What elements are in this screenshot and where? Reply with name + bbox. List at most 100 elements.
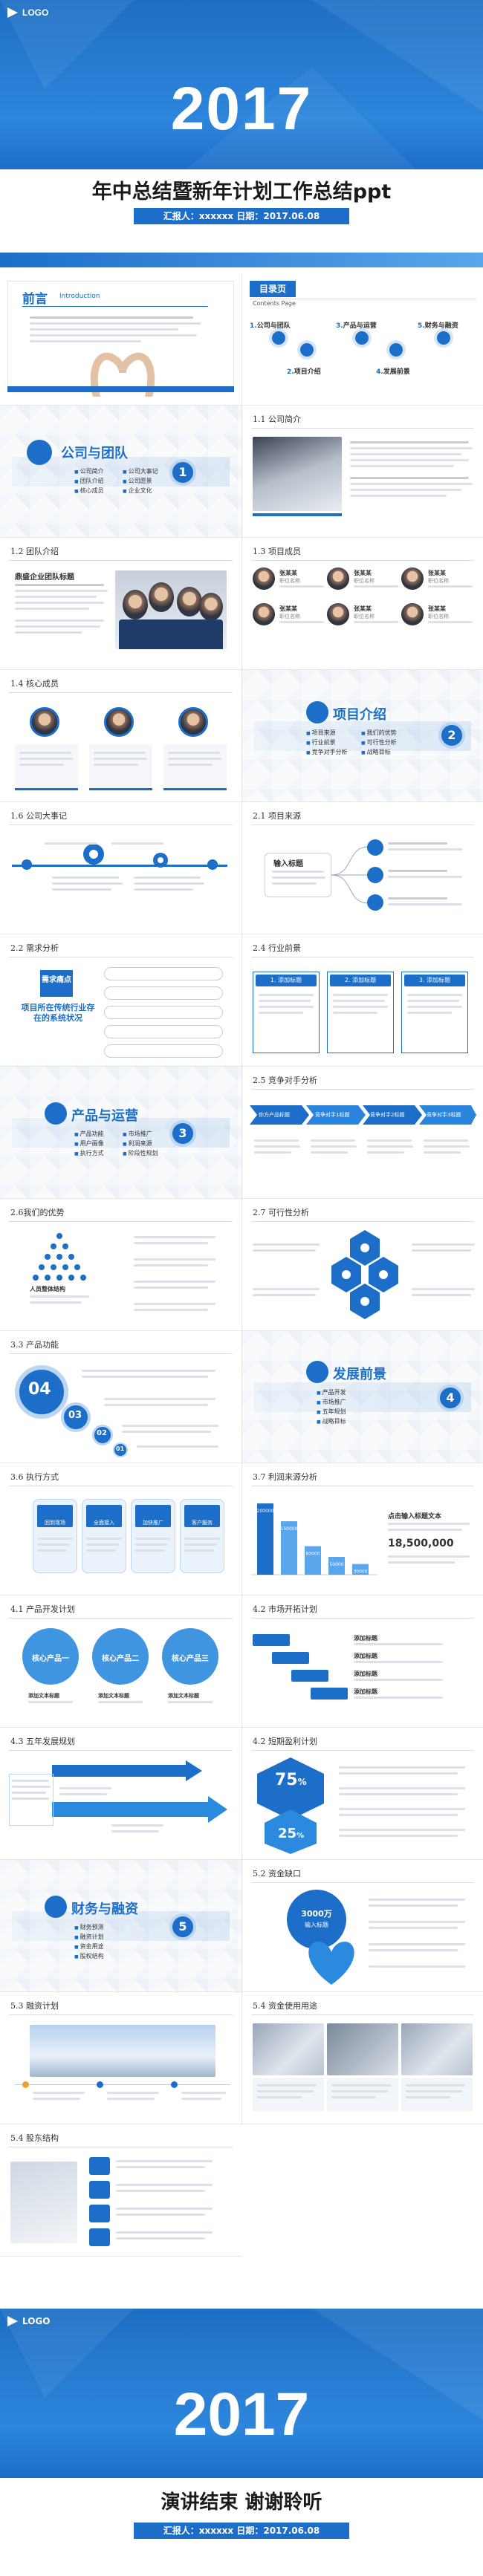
slide-2-1: 2.1 项目来源 输入标题	[242, 802, 483, 934]
toc-item-2-label: 项目介绍	[294, 368, 321, 376]
section-5-number: 5	[169, 1913, 196, 1940]
pct-top: 75%	[275, 1771, 307, 1789]
people-pyramid-icon	[33, 1233, 86, 1281]
toc-icon-5	[434, 328, 453, 348]
section-4-number: 4	[437, 1385, 464, 1411]
dev-circle-2	[92, 1628, 149, 1685]
exec-card-3: 加快推广	[135, 1505, 171, 1527]
avatar	[401, 603, 424, 625]
toc-item-5-label: 财务与融资	[424, 322, 458, 330]
exec-card-2: 全面接入	[86, 1505, 122, 1527]
section-2-icon	[306, 701, 328, 723]
slide-title: 4.1 产品开发计划	[10, 1604, 75, 1614]
slide-title: 1.1 公司简介	[253, 414, 301, 424]
finance-photo	[30, 2025, 215, 2077]
section-4-slide: 发展前景 产品开发 市场推广 五年规划 战略目标 4	[242, 1331, 483, 1463]
section-1-number: 1	[169, 459, 196, 486]
closing-title: 演讲结束 谢谢聆听	[161, 2491, 322, 2514]
slide-title: 5.2 资金缺口	[253, 1869, 301, 1879]
section-4-title: 发展前景	[333, 1367, 386, 1382]
toc-icon-2	[297, 340, 317, 360]
preface-slide: 前言 Introduction	[0, 273, 242, 406]
dev-circle-3	[162, 1628, 218, 1685]
slide-2-7: 2.7 可行性分析	[242, 1199, 483, 1331]
closing-slide: LOGO 2017 演讲结束 谢谢聆听 汇报人：xxxxxx 日期：2017.0…	[0, 2309, 483, 2576]
avatar	[253, 567, 275, 590]
slide-3-6: 3.6 执行方式 回到现场 全面接入 加快推广 客户服务	[0, 1463, 242, 1596]
cover-reporter-bar: 汇报人：xxxxxx 日期：2017.06.08	[134, 208, 349, 224]
slide-4-1: 4.1 产品开发计划 核心产品一 核心产品二 核心产品三 添加文本标题 添加文本…	[0, 1596, 242, 1728]
slide-title: 4.2 市场开拓计划	[253, 1604, 317, 1614]
section-3-title: 产品与运营	[71, 1108, 138, 1124]
hands-heart-icon	[90, 352, 155, 397]
profit-bar-label: 80000	[305, 1552, 320, 1557]
toc-item-1-label: 公司与团队	[256, 322, 291, 330]
blank-slide	[242, 2124, 483, 2257]
slide-5-2: 5.2 资金缺口 3000万 输入标题	[242, 1860, 483, 1992]
section-2-number: 2	[438, 722, 465, 749]
logo: LOGO	[7, 7, 48, 18]
slide-title: 2.4 行业前景	[253, 943, 301, 953]
demand-head: 项目所在传统行业存在的系统状况	[21, 1003, 95, 1023]
func-circle-01	[113, 1443, 128, 1457]
toc-title: 目录页	[250, 281, 296, 297]
slide-2-6: 2.6我们的优势 人员整体结构	[0, 1199, 242, 1331]
avatar	[104, 707, 134, 737]
avatar	[327, 567, 349, 590]
demand-box: 需求痛点	[40, 970, 73, 997]
toc-item-1[interactable]: 1.公司与团队	[250, 316, 317, 348]
avatar	[30, 707, 59, 737]
slide-5-4: 5.4 资金使用用途	[242, 1992, 483, 2124]
profit-bar	[328, 1557, 345, 1575]
pct-bottom: 25%	[278, 1826, 305, 1841]
advantage-label: 人员整体结构	[30, 1286, 65, 1292]
slide-4-2: 4.2 市场开拓计划 添加标题 添加标题 添加标题 添加标题	[242, 1596, 483, 1728]
hexagon-cluster	[331, 1230, 398, 1319]
slide-title: 3.7 利润来源分析	[253, 1472, 317, 1482]
closing-reporter-bar: 汇报人：xxxxxx 日期：2017.06.08	[134, 2523, 349, 2539]
avatar	[401, 567, 424, 590]
section-1-icon	[27, 440, 52, 465]
slide-1-3: 1.3 项目成员 张某某 职位名称 张某某 职位名称 张某某 职位名称 张某某 …	[242, 538, 483, 670]
toc-item-5[interactable]: 5.财务与融资	[418, 316, 483, 348]
toc-item-4-label: 发展前景	[383, 368, 410, 376]
slide-title: 5.4 资金使用用途	[253, 2001, 317, 2011]
profit-bar-label: 30000	[353, 1570, 367, 1575]
avatar	[178, 707, 208, 737]
profit-bar	[281, 1521, 297, 1575]
section-1-slide: 公司与团队 公司简介 团队介绍 核心成员 公司大事记 公司愿景 企业文化 1	[0, 406, 242, 538]
slide-title: 4.2 短期盈利计划	[253, 1737, 317, 1746]
cover-title: 年中总结暨新年计划工作总结ppt	[91, 180, 392, 204]
slide-title: 2.6我们的优势	[10, 1208, 65, 1217]
toc-item-2[interactable]: 2.项目介绍	[287, 340, 354, 376]
toc-item-4[interactable]: 4.发展前景	[376, 340, 443, 376]
toc-item-3[interactable]: 3.产品与运营	[336, 316, 403, 348]
slide-title: 3.6 执行方式	[10, 1472, 59, 1482]
section-2-slide: 项目介绍 项目来源 行业前景 竞争对手分析 我们的优势 可行性分析 战略目标 2	[242, 670, 483, 802]
slide-2-2: 2.2 需求分析 需求痛点 项目所在传统行业存在的系统状况	[0, 934, 242, 1067]
cover-polygon-decor	[0, 0, 483, 169]
section-3-number: 3	[169, 1120, 196, 1147]
slide-5-5: 5.4 股东结构	[0, 2124, 242, 2257]
slide-title: 3.3 产品功能	[10, 1340, 59, 1350]
profit-bar-label: 200000	[257, 1509, 274, 1514]
exec-card-4: 客户服务	[184, 1505, 220, 1527]
slide-title: 1.2 团队介绍	[10, 547, 59, 556]
slide-title: 1.3 项目成员	[253, 547, 301, 556]
slide-title: 1.6 公司大事记	[10, 811, 67, 821]
func-circle-02	[92, 1425, 113, 1445]
profit-bar	[305, 1546, 321, 1575]
slide-2-5: 2.5 竞争对手分析 你方产品标题 竞争对手1标题 竞争对手2标题 竞争对手3标…	[242, 1067, 483, 1199]
pct-hexagons	[257, 1757, 324, 1854]
section-5-title: 财务与融资	[71, 1902, 138, 1917]
preface-title: 前言	[22, 292, 48, 307]
slide-title: 2.7 可行性分析	[253, 1208, 309, 1217]
section-5-icon	[45, 1896, 67, 1918]
section-1-title: 公司与团队	[61, 446, 128, 461]
team-subtitle: 鼎盛企业团队标题	[15, 573, 74, 582]
slide-1-1: 1.1 公司简介	[242, 406, 483, 538]
profit-bar	[257, 1503, 273, 1575]
competition-chevrons	[250, 1105, 476, 1125]
